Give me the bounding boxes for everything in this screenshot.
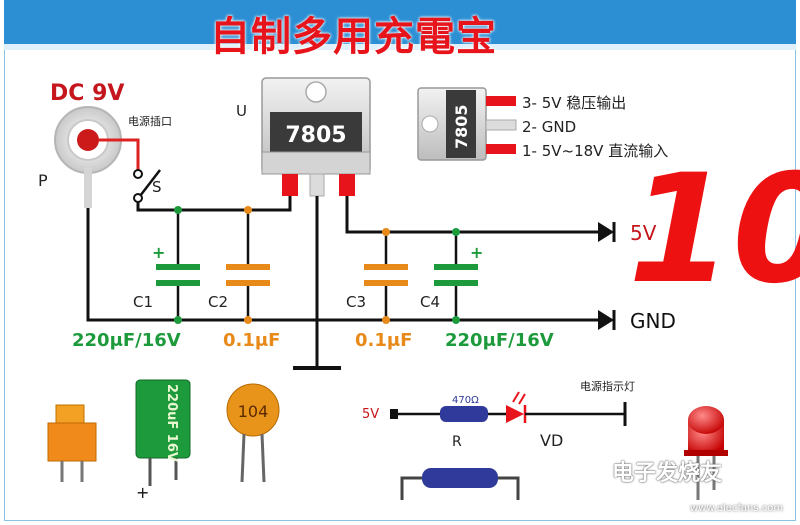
header-strip <box>4 44 796 50</box>
gnd-arrow <box>598 310 614 330</box>
dc-jack <box>54 106 122 208</box>
dc-voltage-label: DC 9V <box>50 81 124 106</box>
step-number-badge: 10 <box>628 143 800 317</box>
page-title: 自制多用充電宝 <box>210 14 497 60</box>
capacitor-c1 <box>156 206 200 324</box>
capacitor-c4 <box>434 228 478 324</box>
c2-value: 0.1μF <box>223 330 280 351</box>
jack-positive-wire <box>99 138 140 170</box>
electrolytic-plus: + <box>136 483 149 502</box>
regulator-ref: U <box>236 102 247 120</box>
c3-value: 0.1μF <box>355 330 412 351</box>
toggle-switch-part <box>47 404 97 482</box>
led-label: VD <box>540 431 563 450</box>
c4-polarity: + <box>470 243 483 262</box>
input-rail <box>136 195 292 212</box>
electrolytic-label: 220uF 16V <box>164 384 179 462</box>
indicator-input: 5V <box>362 407 379 422</box>
jack-label: 电源插口 <box>128 114 172 128</box>
indicator-circuit <box>390 391 627 426</box>
p-label: P <box>38 171 48 190</box>
v5-arrow <box>598 222 614 242</box>
c4-value: 220μF/16V <box>445 330 554 351</box>
resistor-label: R <box>452 434 462 450</box>
watermark-text: 电子发烧友 <box>612 461 723 486</box>
c2-ref: C2 <box>208 293 228 311</box>
c1-polarity: + <box>152 243 165 262</box>
output-gnd-label: GND <box>630 309 676 333</box>
regulator-7805 <box>261 77 371 197</box>
c3-ref: C3 <box>346 293 366 311</box>
resistor-value: 470Ω <box>452 395 479 406</box>
ceramic-label: 104 <box>238 402 269 421</box>
resistor-part <box>400 468 520 500</box>
watermark-url: www.elecfans.com <box>690 503 784 514</box>
pin-3-label: 3- 5V 稳压输出 <box>522 94 626 112</box>
pin-1-label: 1- 5V~18V 直流输入 <box>522 142 668 160</box>
capacitor-c2 <box>226 206 270 324</box>
pinout-diagram <box>417 87 517 161</box>
indicator-title: 电源指示灯 <box>580 379 635 393</box>
c4-ref: C4 <box>420 293 440 311</box>
c1-value: 220μF/16V <box>72 330 181 351</box>
c1-ref: C1 <box>133 293 153 311</box>
pin-2-label: 2- GND <box>522 118 576 136</box>
electrolytic-capacitor-part <box>135 379 191 486</box>
output-rail <box>345 195 600 234</box>
header-bar <box>4 0 796 48</box>
pinout-part: 7805 <box>452 104 471 149</box>
regulator-part: 7805 <box>285 123 346 148</box>
led-part <box>684 406 728 500</box>
ceramic-capacitor-part <box>226 383 280 483</box>
switch-label: S <box>152 178 162 196</box>
output-5v-label: 5V <box>630 221 657 245</box>
ground-rail <box>86 208 600 322</box>
capacitor-c3 <box>364 228 408 324</box>
